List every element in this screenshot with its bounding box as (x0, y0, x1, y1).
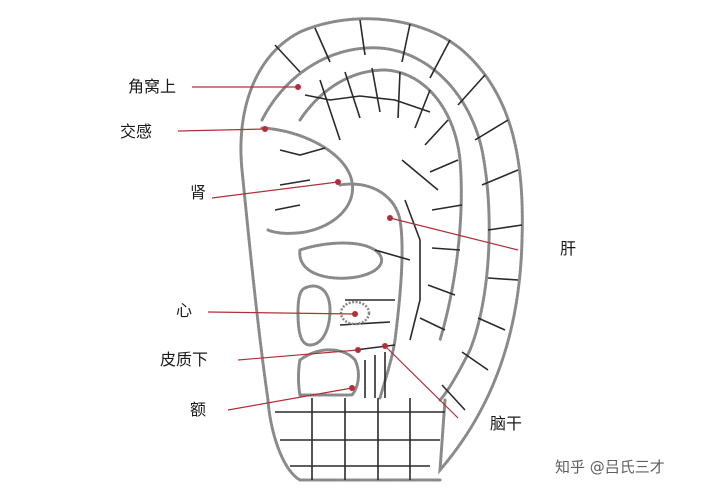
point-jiaogan (262, 126, 268, 132)
label-gan: 肝 (560, 239, 576, 259)
leader-lines (178, 87, 518, 418)
leader-gan (390, 218, 518, 250)
leader-e (228, 388, 352, 410)
watermark: 知乎 @吕氏三才 (555, 456, 665, 477)
label-pizhixia: 皮质下 (160, 350, 208, 370)
point-jiaowoshang (295, 84, 301, 90)
point-gan (387, 215, 393, 221)
label-shen: 肾 (190, 183, 206, 203)
label-e: 额 (190, 400, 206, 420)
lobe-grid (275, 398, 445, 480)
leader-pizhixia (238, 350, 358, 360)
label-jiaogan: 交感 (120, 122, 152, 142)
leader-shen (212, 182, 338, 198)
ear-outline (241, 19, 522, 480)
point-shen (335, 179, 341, 185)
label-naogan: 脑干 (490, 414, 522, 434)
point-naogan (382, 343, 388, 349)
point-e (349, 385, 355, 391)
leader-naogan-a (385, 346, 458, 418)
label-xin: 心 (176, 301, 192, 321)
point-pizhixia (355, 347, 361, 353)
label-jiaowoshang: 角窝上 (128, 77, 176, 97)
point-xin (352, 311, 358, 317)
leader-jiaogan (178, 129, 265, 131)
leader-xin (208, 312, 355, 314)
